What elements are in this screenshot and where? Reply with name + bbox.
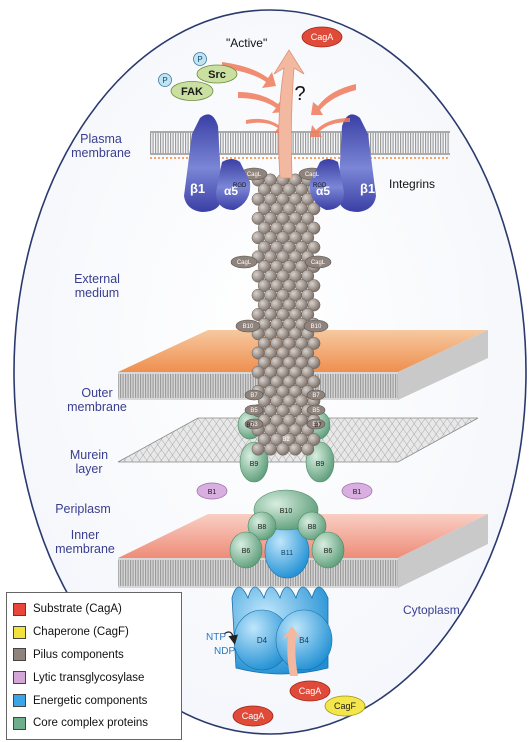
integrins-label: Integrins	[389, 177, 435, 191]
b1-right: B1	[353, 489, 362, 496]
p-label-top: P	[197, 55, 202, 64]
legend-swatch	[13, 671, 26, 684]
src-label: Src	[208, 69, 226, 81]
beta1-right: β1	[360, 181, 375, 196]
legend-item-chaperone: Chaperone (CagF)	[13, 621, 175, 644]
ndp-label: NDP	[214, 646, 235, 657]
b2-label: B2	[282, 437, 290, 443]
legend-item-substrate: Substrate (CagA)	[13, 598, 175, 621]
legend-swatch	[13, 603, 26, 616]
beta1-left: β1	[190, 181, 205, 196]
legend-item-pilus: Pilus components	[13, 644, 175, 667]
legend-swatch	[13, 717, 26, 730]
question-mark: ?	[294, 83, 305, 105]
cagL-2: CagL	[305, 172, 320, 178]
cagL-3: CagL	[237, 260, 252, 266]
pilus-subunit	[252, 443, 264, 455]
b7-core-right: B7	[314, 423, 322, 429]
b7-pilus-left: B7	[250, 393, 258, 399]
fak-label: FAK	[181, 86, 203, 98]
cytoplasm-label: Cytoplasm	[403, 603, 460, 617]
b7-pilus-right: B7	[312, 393, 320, 399]
pilus-subunit	[264, 443, 276, 455]
b5-right: B5	[312, 408, 320, 414]
rgd-right: RGD	[313, 183, 327, 189]
active-label: "Active"	[226, 36, 267, 50]
periplasm-label: Periplasm	[38, 502, 128, 516]
b6-left: B6	[242, 548, 251, 555]
cagA-bottom-label: CagA	[242, 711, 265, 721]
cagL-4: CagL	[311, 260, 326, 266]
b1-left: B1	[208, 489, 217, 496]
rgd-left: RGD	[233, 183, 247, 189]
b9-right: B9	[316, 461, 325, 468]
legend-swatch	[13, 648, 26, 661]
b9-left: B9	[250, 461, 259, 468]
b6-right: B6	[324, 548, 333, 555]
cagA-top-label: CagA	[311, 32, 334, 42]
legend-item-lytic: Lytic transglycosylase	[13, 666, 175, 689]
d4-label: D4	[257, 636, 268, 645]
cagA-complex-label: CagA	[299, 686, 322, 696]
pilus-subunit	[277, 443, 289, 455]
b11-label: B11	[281, 550, 293, 557]
legend-item-core: Core complex proteins	[13, 712, 175, 735]
b8-left: B8	[258, 524, 267, 531]
legend-swatch	[13, 626, 26, 639]
legend-item-energetic: Energetic components	[13, 689, 175, 712]
p-label-bottom: P	[162, 76, 167, 85]
ntp-label: NTP	[206, 632, 226, 643]
b10-pilus-right: B10	[311, 324, 322, 330]
pilus-subunit	[302, 443, 314, 455]
cagL-1: CagL	[247, 172, 262, 178]
b7-core-left: B7	[246, 423, 254, 429]
cagF-label: CagF	[334, 701, 357, 711]
b4-label: B4	[299, 636, 309, 645]
pilus-subunit	[289, 443, 301, 455]
b10-core: B10	[280, 508, 293, 515]
legend-swatch	[13, 694, 26, 707]
legend: Substrate (CagA) Chaperone (CagF) Pilus …	[6, 592, 182, 740]
b8-right: B8	[308, 524, 317, 531]
b10-pilus-left: B10	[243, 324, 254, 330]
b5-left: B5	[250, 408, 258, 414]
